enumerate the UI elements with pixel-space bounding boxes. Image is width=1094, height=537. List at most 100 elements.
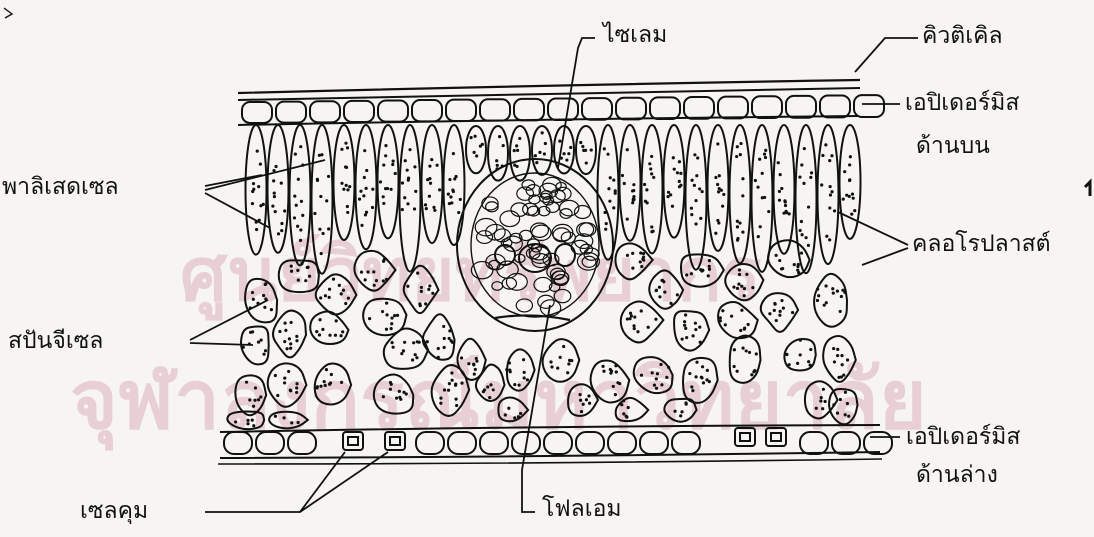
- chloroplast-dot: [318, 154, 321, 157]
- chloroplast-dot: [743, 287, 746, 290]
- chloroplast-dot: [439, 397, 442, 400]
- chloroplast-dot: [626, 218, 629, 221]
- chloroplast-dot: [257, 398, 260, 401]
- chloroplast-dot: [340, 148, 343, 151]
- chloroplast-dot: [736, 145, 739, 148]
- spongy-cell: [634, 357, 673, 393]
- chloroplast-dot: [293, 216, 296, 219]
- chloroplast-dot: [585, 161, 588, 164]
- chloroplast-dot: [620, 403, 623, 406]
- chloroplast-dot: [695, 361, 698, 364]
- chloroplast-dot: [775, 254, 778, 257]
- chloroplast-dot: [522, 358, 525, 361]
- chloroplast-dot: [623, 182, 626, 185]
- chloroplast-dot: [467, 362, 470, 365]
- chloroplast-dot: [448, 329, 451, 332]
- chloroplast-dot: [251, 202, 254, 205]
- chloroplast-dot: [402, 391, 405, 394]
- chloroplast-dot: [345, 184, 348, 187]
- chloroplast-dot: [320, 252, 323, 255]
- chloroplast-dot: [614, 189, 617, 192]
- chloroplast-dot: [460, 382, 463, 385]
- chloroplast-dot: [502, 144, 505, 147]
- chloroplast-dot: [429, 182, 432, 185]
- chloroplast-dot: [373, 284, 376, 287]
- chloroplast-dot: [411, 358, 414, 361]
- chloroplast-dot: [685, 273, 688, 276]
- chloroplast-dot: [562, 345, 565, 348]
- chloroplast-dot: [785, 353, 788, 356]
- chloroplast-dot: [407, 176, 410, 179]
- chloroplast-dot: [408, 148, 411, 151]
- chloroplast-dot: [740, 285, 743, 288]
- palisade-cell: [422, 125, 443, 243]
- chloroplast-dot: [483, 388, 486, 391]
- chloroplast-dot: [673, 410, 676, 413]
- chloroplast-dot: [796, 362, 799, 365]
- chloroplast-dot: [604, 228, 607, 231]
- chloroplast-dot: [816, 288, 819, 291]
- leader-chloroplast-2: [862, 248, 908, 265]
- chloroplast-dot: [385, 328, 388, 331]
- chloroplast-dot: [299, 239, 302, 242]
- chloroplast-dot: [246, 422, 249, 425]
- chloroplast-dot: [455, 404, 458, 407]
- chloroplast-dot: [841, 289, 844, 292]
- lower-epidermis-cells: [224, 432, 892, 454]
- spongy-cell: [823, 336, 856, 382]
- upper-epidermis-cell: [752, 96, 782, 118]
- chloroplast-dot: [396, 314, 399, 317]
- chloroplast-dot: [443, 388, 446, 391]
- chloroplast-dot: [799, 339, 802, 342]
- chloroplast-dot: [288, 337, 291, 340]
- chloroplast-dot: [650, 225, 653, 228]
- chloroplast-dot: [639, 251, 642, 254]
- chloroplast-dot: [526, 378, 529, 381]
- chloroplast-dot: [590, 148, 593, 151]
- chloroplast-dot: [803, 147, 806, 150]
- chloroplast-dot: [648, 162, 651, 165]
- chloroplast-dot: [632, 183, 635, 186]
- chloroplast-dot: [278, 330, 281, 333]
- chloroplast-dot: [384, 154, 387, 157]
- chloroplast-dot: [819, 399, 822, 402]
- chloroplast-dot: [741, 230, 744, 233]
- chloroplast-dot: [653, 383, 656, 386]
- chloroplast-dot: [606, 153, 609, 156]
- chloroplast-dot: [519, 412, 522, 415]
- vascular-bundle: [457, 159, 613, 331]
- chloroplast-dot: [498, 135, 501, 138]
- chloroplast-dot: [784, 210, 787, 213]
- chloroplast-dot: [809, 364, 812, 367]
- chloroplast-dot: [679, 414, 682, 417]
- upper-epidermis-cell: [684, 97, 714, 119]
- chloroplast-dot: [700, 376, 703, 379]
- chloroplast-dot: [649, 167, 652, 170]
- chloroplast-dot: [578, 393, 581, 396]
- chloroplast-dot: [300, 262, 303, 265]
- chloroplast-dot: [389, 381, 392, 384]
- chloroplast-dot: [796, 265, 799, 268]
- chloroplast-dot: [706, 369, 709, 372]
- chloroplast-dot: [645, 188, 648, 191]
- chloroplast-dot: [615, 370, 618, 373]
- chloroplast-dot: [650, 155, 653, 158]
- chloroplast-dot: [694, 199, 697, 202]
- leader-palisade-3: [205, 193, 270, 228]
- chloroplast-dot: [504, 413, 507, 416]
- chloroplast-dot: [721, 205, 724, 208]
- chloroplast-dot: [324, 384, 327, 387]
- chloroplast-dot: [341, 330, 344, 333]
- chloroplast-dot: [705, 378, 708, 381]
- spongy-cell: [674, 311, 709, 351]
- upper-epidermis-cell: [548, 99, 578, 120]
- chloroplast-dot: [339, 334, 342, 337]
- chloroplast-dot: [764, 149, 767, 152]
- chloroplast-dot: [778, 190, 781, 193]
- chloroplast-dot: [616, 381, 619, 384]
- chloroplast-dot: [295, 382, 298, 385]
- chloroplast-dot: [774, 303, 777, 306]
- chloroplast-dot: [449, 195, 452, 198]
- chloroplast-dot: [394, 172, 397, 175]
- vein-cell: [534, 277, 552, 291]
